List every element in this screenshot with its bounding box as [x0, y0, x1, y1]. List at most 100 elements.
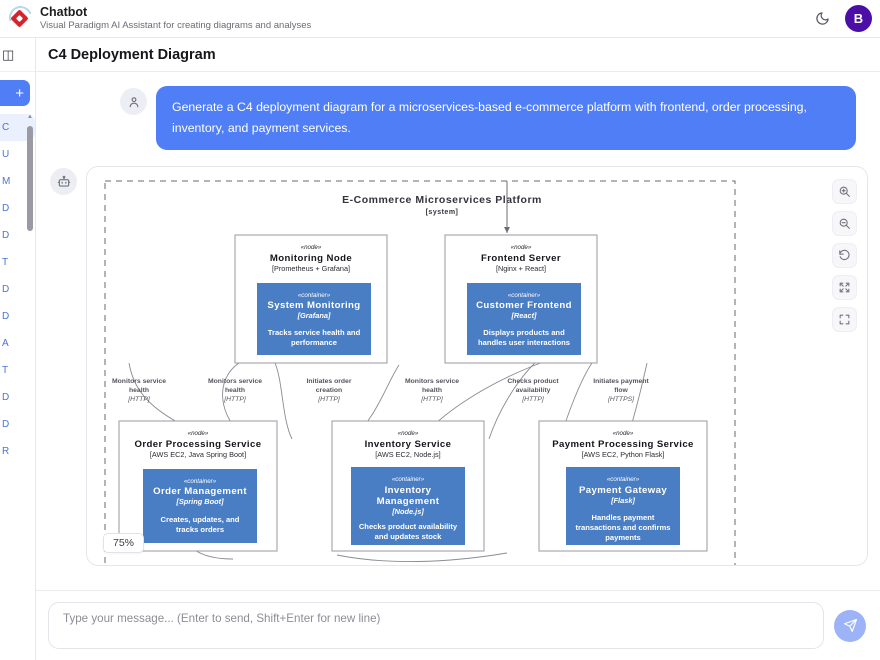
avatar[interactable]: B — [845, 5, 872, 32]
container-tech: [Node.js] — [391, 507, 424, 516]
node-name: Inventory Service — [365, 439, 452, 450]
app-header: Chatbot Visual Paradigm AI Assistant for… — [0, 0, 880, 38]
assistant-message: E-Commerce Microservices Platform [syste… — [36, 166, 880, 566]
node-stereotype: «node» — [188, 430, 209, 437]
svg-text:[HTTP]: [HTTP] — [521, 396, 545, 403]
panel-toggle-icon[interactable]: ◫ — [2, 46, 15, 62]
container-name: Order Management — [153, 486, 247, 497]
container-order-management[interactable] — [143, 469, 257, 543]
sidebar: ◫ + ▲ C U M D D T D D A T D D R — [0, 38, 36, 660]
node-name: Payment Processing Service — [552, 439, 694, 450]
edge-label: Monitors service health [HTTP] — [405, 378, 459, 403]
diagram-toolbar — [832, 179, 857, 332]
zoom-level-badge: 75% — [103, 533, 145, 553]
list-item[interactable]: D — [0, 303, 35, 330]
node-order-processing[interactable]: «node» Order Processing Service [AWS EC2… — [118, 420, 278, 552]
container-inventory-management[interactable] — [351, 467, 465, 545]
fullscreen-icon[interactable] — [832, 307, 857, 332]
svg-text:Checks product: Checks product — [507, 378, 559, 385]
node-tech: [AWS EC2, Python Flask] — [582, 450, 665, 459]
container-customer-frontend[interactable] — [467, 283, 581, 355]
svg-text:availability: availability — [516, 387, 551, 394]
node-stereotype: «node» — [511, 244, 532, 251]
node-tech: [AWS EC2, Node.js] — [375, 450, 440, 459]
list-item[interactable]: R — [0, 438, 35, 465]
container-name: System Monitoring — [267, 300, 360, 311]
container-tech: [React] — [510, 311, 537, 320]
list-item[interactable]: U — [0, 141, 35, 168]
container-name-2: Management — [377, 496, 440, 507]
list-item[interactable]: D — [0, 195, 35, 222]
svg-text:Initiates order: Initiates order — [307, 378, 352, 385]
svg-text:[HTTP]: [HTTP] — [127, 396, 151, 403]
svg-text:health: health — [129, 387, 149, 394]
user-icon — [120, 88, 147, 115]
list-item-label: T — [2, 365, 9, 376]
moon-icon[interactable] — [813, 10, 831, 28]
container-name: Payment Gateway — [579, 485, 667, 496]
node-frontend[interactable]: «node» Frontend Server [Nginx + React] «… — [444, 234, 598, 364]
node-payment[interactable]: «node» Payment Processing Service [AWS E… — [538, 420, 708, 552]
container-desc-1: Tracks service health and — [268, 328, 361, 337]
list-item[interactable]: D — [0, 276, 35, 303]
node-stereotype: «node» — [613, 430, 634, 437]
list-item-label: M — [2, 176, 11, 187]
list-item[interactable]: A — [0, 330, 35, 357]
zoom-out-icon[interactable] — [832, 211, 857, 236]
container-desc-1: Displays products and — [483, 328, 565, 337]
message-input[interactable] — [48, 602, 824, 649]
scrollbar-thumb[interactable] — [27, 126, 33, 231]
list-item[interactable]: T — [0, 249, 35, 276]
app-title: Chatbot — [40, 5, 88, 19]
node-inventory[interactable]: «node» Inventory Service [AWS EC2, Node.… — [331, 420, 485, 552]
list-item[interactable]: D — [0, 222, 35, 249]
node-tech: [Nginx + React] — [496, 264, 546, 273]
container-stereotype: «container» — [184, 478, 217, 485]
page-title: C4 Deployment Diagram — [48, 46, 216, 63]
send-button[interactable] — [834, 609, 866, 642]
svg-text:health: health — [225, 387, 245, 394]
container-desc-2: tracks orders — [176, 525, 224, 534]
container-payment-gateway[interactable] — [566, 467, 680, 545]
diagram-canvas[interactable]: E-Commerce Microservices Platform [syste… — [87, 167, 867, 565]
list-item[interactable]: T — [0, 357, 35, 384]
svg-text:[HTTP]: [HTTP] — [223, 396, 247, 403]
container-tech: [Flask] — [610, 496, 635, 505]
container-system-monitoring[interactable] — [257, 283, 371, 355]
list-item-label: R — [2, 446, 10, 457]
node-tech: [AWS EC2, Java Spring Boot] — [150, 450, 246, 459]
list-item[interactable]: D — [0, 411, 35, 438]
svg-text:Initiates payment: Initiates payment — [593, 378, 649, 385]
svg-text:Monitors service: Monitors service — [405, 378, 459, 385]
list-item-label: U — [2, 149, 10, 160]
chat-scroll-area[interactable]: Generate a C4 deployment diagram for a m… — [36, 72, 880, 590]
main-column: C4 Deployment Diagram Generate a C4 depl… — [36, 38, 880, 660]
reset-view-icon[interactable] — [832, 243, 857, 268]
svg-text:[HTTP]: [HTTP] — [317, 396, 341, 403]
app-subtitle: Visual Paradigm AI Assistant for creatin… — [40, 20, 312, 31]
scroll-up-arrow[interactable]: ▲ — [27, 114, 33, 120]
new-chat-button[interactable]: + — [0, 80, 30, 106]
fit-content-icon[interactable] — [832, 275, 857, 300]
container-desc-1: Handles payment — [592, 513, 655, 522]
edge-label: Initiates order creation [HTTP] — [307, 378, 352, 403]
list-item-label: D — [2, 392, 10, 403]
sidebar-scrollbar[interactable]: ▲ — [27, 114, 33, 329]
visual-paradigm-logo — [5, 1, 36, 33]
svg-text:[HTTPS]: [HTTPS] — [607, 396, 635, 403]
list-item[interactable]: D — [0, 384, 35, 411]
svg-text:health: health — [422, 387, 442, 394]
boundary-subtitle: [system] — [426, 209, 459, 216]
list-item-label: A — [2, 338, 9, 349]
node-monitoring[interactable]: «node» Monitoring Node [Prometheus + Gra… — [234, 234, 388, 364]
container-stereotype: «container» — [298, 292, 331, 299]
node-tech: [Prometheus + Grafana] — [272, 264, 350, 273]
container-desc-1: Creates, updates, and — [161, 515, 240, 524]
list-item[interactable]: M — [0, 168, 35, 195]
container-desc-2: transactions and confirms — [576, 523, 671, 532]
zoom-in-icon[interactable] — [832, 179, 857, 204]
svg-text:Monitors service: Monitors service — [208, 378, 262, 385]
header-actions: B — [813, 5, 872, 32]
brand-text: Chatbot Visual Paradigm AI Assistant for… — [40, 5, 311, 32]
diagram-card[interactable]: E-Commerce Microservices Platform [syste… — [86, 166, 868, 566]
